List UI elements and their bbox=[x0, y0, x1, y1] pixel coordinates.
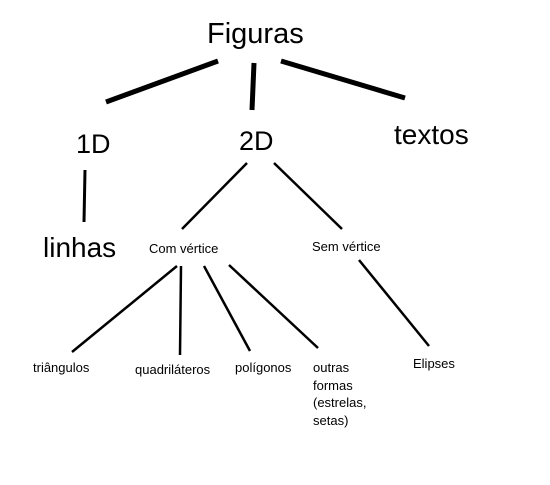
node-sem-vertice: Sem vértice bbox=[312, 239, 381, 254]
node-textos: textos bbox=[394, 119, 469, 150]
node-1d: 1D bbox=[76, 129, 111, 159]
node-com-vertice: Com vértice bbox=[149, 241, 219, 256]
node-outras-formas-line: outras bbox=[313, 360, 350, 375]
edge-2d-com-vertice bbox=[181, 162, 248, 230]
edge-1d-linhas bbox=[82, 169, 87, 223]
node-outras-formas-line: formas bbox=[313, 377, 353, 393]
node-poligonos: polígonos bbox=[235, 360, 292, 375]
node-elipses: Elipses bbox=[413, 356, 455, 371]
edge-figuras-textos bbox=[280, 58, 406, 101]
edge-figuras-2d bbox=[249, 62, 257, 111]
edge-com-poligonos bbox=[202, 265, 252, 352]
edge-com-outras bbox=[228, 264, 319, 349]
edge-figuras-1d bbox=[105, 58, 219, 105]
node-figuras: Figuras bbox=[207, 18, 304, 50]
edge-2d-sem-vertice bbox=[273, 162, 343, 230]
node-outras-formas: outras formas (estrelas, setas) bbox=[313, 359, 393, 429]
edge-com-triangulos bbox=[71, 265, 178, 353]
node-triangulos: triângulos bbox=[33, 360, 90, 375]
node-outras-formas-line: (estrelas, bbox=[313, 395, 367, 410]
node-quadrilateros: quadriláteros bbox=[135, 362, 211, 377]
node-2d: 2D bbox=[239, 126, 274, 156]
edge-com-quadrilateros bbox=[178, 265, 183, 356]
node-outras-formas-line: setas) bbox=[313, 412, 349, 428]
node-linhas: linhas bbox=[43, 232, 117, 263]
edge-sem-elipses bbox=[358, 259, 430, 347]
